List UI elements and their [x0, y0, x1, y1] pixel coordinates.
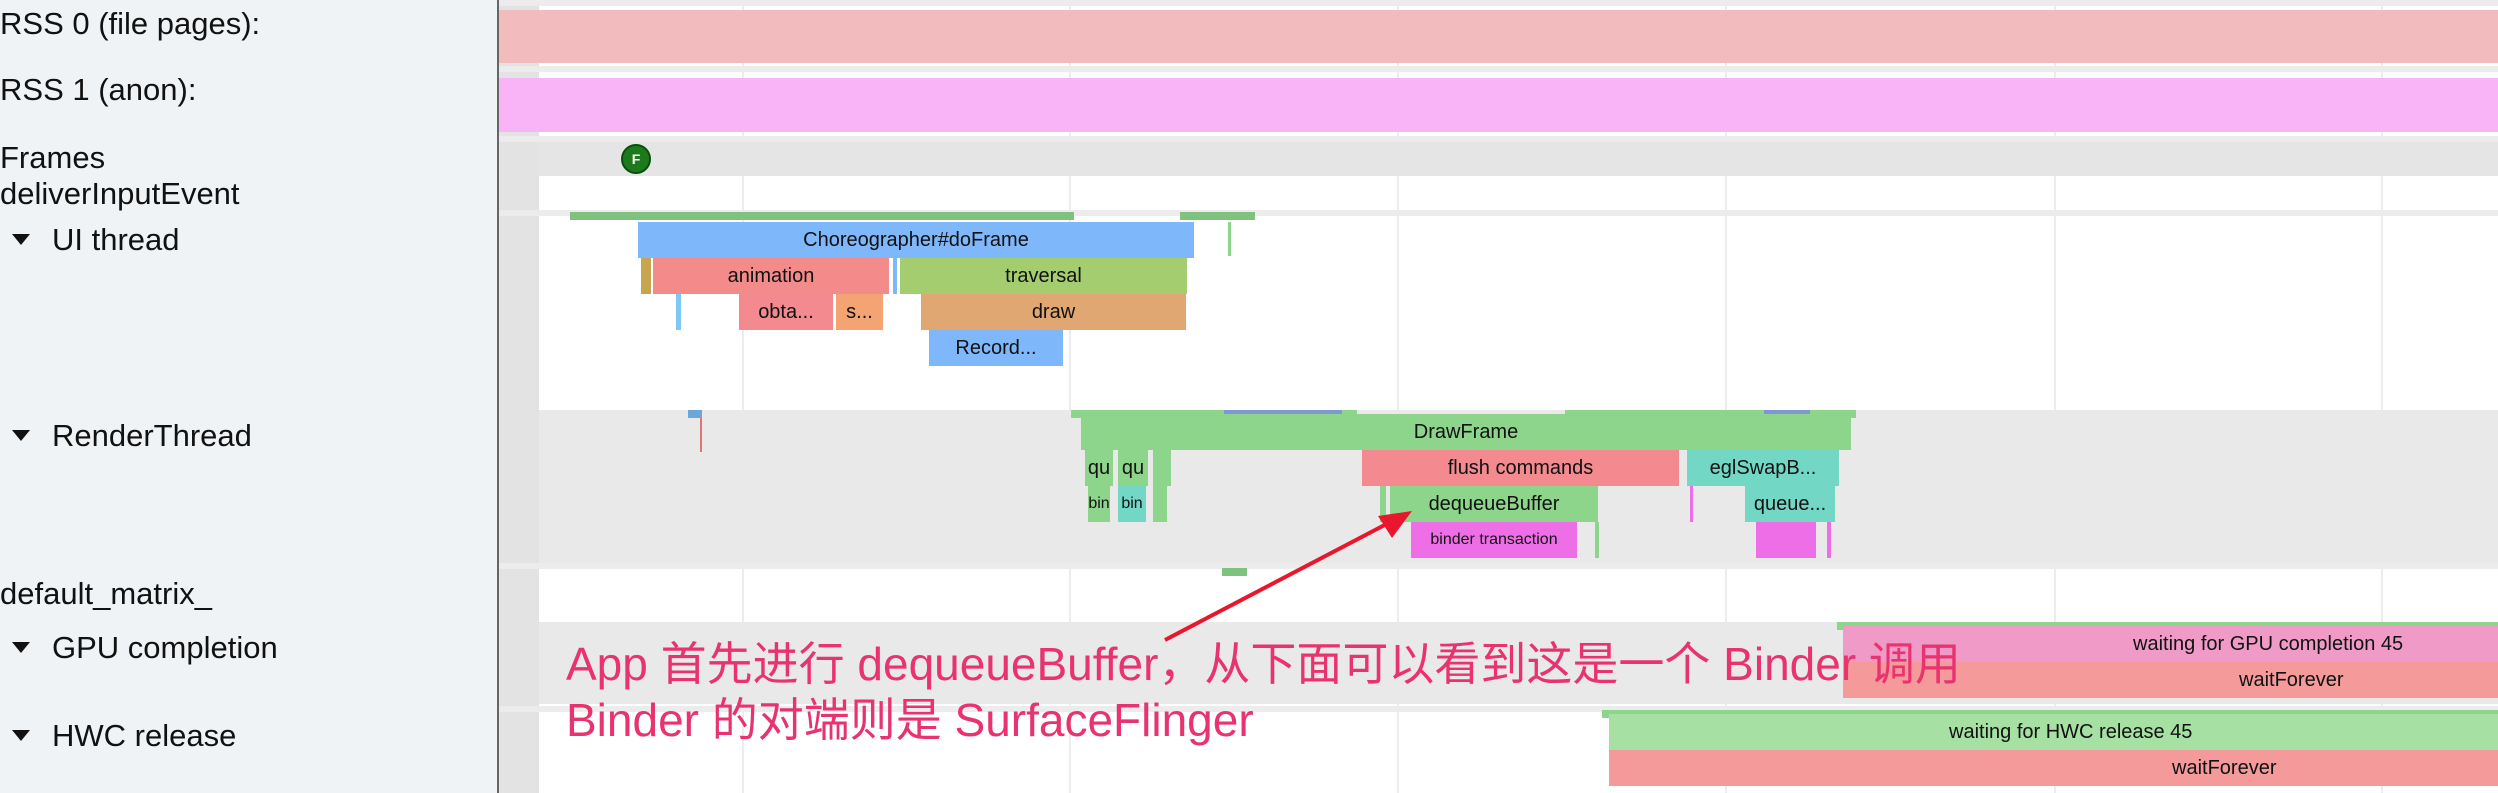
track-separator — [499, 563, 2498, 569]
render-thin-slice[interactable] — [688, 410, 702, 418]
annotation-line1: App 首先进行 dequeueBuffer，从下面可以看到这是一个 Binde… — [566, 638, 1961, 690]
slice-traversal[interactable]: traversal — [900, 258, 1187, 294]
slice-binder-short[interactable]: bin — [1118, 486, 1146, 522]
track-separator — [499, 706, 2498, 712]
collapse-arrow-icon[interactable] — [12, 429, 30, 441]
slice-waiting-hwc-release[interactable]: waiting for HWC release 45 — [1609, 714, 2498, 750]
annotation-line2: Binder 的对端则是 SurfaceFlinger — [566, 694, 1254, 746]
track-render-thread[interactable]: RenderThread — [0, 418, 252, 454]
track-label-default-matrix: default_matrix_ — [0, 576, 212, 611]
ui-small-slice[interactable] — [893, 258, 897, 294]
slice-waiting-gpu-completion[interactable]: waiting for GPU completion 45 — [1843, 626, 2498, 662]
slice-dequeuebuffer[interactable]: dequeueBuffer — [1390, 486, 1598, 522]
grid-line — [1397, 0, 1399, 793]
grid-line — [2381, 0, 2383, 793]
track-gutter — [499, 0, 539, 793]
grid-line — [1725, 0, 1727, 793]
frame-marker[interactable]: F — [621, 144, 651, 174]
render-thin-slice[interactable] — [700, 418, 702, 452]
slice-waiting-gpu-label: waiting for GPU completion 45 — [2133, 633, 2404, 655]
slice-eglswapbuffers[interactable]: eglSwapB... — [1687, 450, 1839, 486]
grid-line — [1069, 0, 1071, 793]
rss0-counter-bar[interactable] — [499, 10, 2498, 63]
default-matrix-slice[interactable] — [1222, 568, 1247, 576]
grid-line — [742, 0, 744, 793]
track-separator — [499, 210, 2498, 216]
collapse-arrow-icon[interactable] — [12, 641, 30, 653]
track-ui-thread[interactable]: UI thread — [0, 222, 180, 258]
slice-binder-transaction[interactable]: binder transaction — [1411, 522, 1577, 558]
timeline-tracks[interactable]: F Choreographer#doFrame animation traver… — [499, 0, 2498, 793]
track-separator — [499, 66, 2498, 72]
collapse-arrow-icon[interactable] — [12, 729, 30, 741]
track-separator — [499, 136, 2498, 142]
track-label-panel: RSS 0 (file pages): RSS 1 (anon): Frames… — [0, 0, 499, 793]
deliver-input-slice[interactable] — [1180, 212, 1255, 220]
ui-thin-slice[interactable] — [1228, 222, 1231, 256]
slice-animation[interactable]: animation — [653, 258, 889, 294]
slice-obtain[interactable]: obta... — [739, 294, 833, 330]
track-separator — [499, 0, 2498, 6]
slice-drawframe[interactable]: DrawFrame — [1081, 414, 1851, 450]
slice-waitforever-label: waitForever — [2172, 757, 2277, 779]
slice-choreographer-doframe[interactable]: Choreographer#doFrame — [638, 222, 1194, 258]
track-hwc-release[interactable]: HWC release — [0, 718, 236, 754]
render-small-slice[interactable] — [1756, 522, 1816, 558]
deliver-input-slice[interactable] — [570, 212, 1074, 220]
track-label-rss0: RSS 0 (file pages): — [0, 6, 261, 41]
track-label-deliver-input: deliverInputEvent — [0, 176, 240, 211]
slice-s[interactable]: s... — [836, 294, 883, 330]
track-label-ui-thread: UI thread — [52, 222, 180, 257]
slice-waitforever-hwc[interactable]: waitForever — [1609, 750, 2498, 786]
render-small-slice[interactable] — [1827, 522, 1831, 558]
track-label-frames: Frames — [0, 140, 106, 175]
ui-small-slice[interactable] — [641, 258, 651, 294]
slice-queue-short[interactable]: qu — [1118, 450, 1148, 486]
track-label-render-thread: RenderThread — [52, 418, 252, 453]
frames-track-band — [539, 142, 2498, 176]
slice-waiting-hwc-label: waiting for HWC release 45 — [1949, 721, 2193, 743]
render-small-slice[interactable] — [1153, 486, 1167, 522]
slice-waitforever-label: waitForever — [2239, 669, 2344, 691]
render-small-slice[interactable] — [1690, 486, 1693, 522]
annotation-text: App 首先进行 dequeueBuffer，从下面可以看到这是一个 Binde… — [566, 636, 1961, 748]
render-small-slice[interactable] — [1380, 486, 1386, 522]
grid-line — [2054, 0, 2056, 793]
track-gpu-completion[interactable]: GPU completion — [0, 630, 278, 666]
track-label-rss1: RSS 1 (anon): — [0, 72, 197, 107]
slice-binder-short[interactable]: bin — [1088, 486, 1110, 522]
render-small-slice[interactable] — [1595, 522, 1599, 558]
slice-draw[interactable]: draw — [921, 294, 1186, 330]
slice-flush-commands[interactable]: flush commands — [1362, 450, 1679, 486]
slice-queue-short[interactable]: qu — [1085, 450, 1113, 486]
rss1-counter-bar[interactable] — [499, 78, 2498, 132]
slice-waitforever-gpu[interactable]: waitForever — [1843, 662, 2498, 698]
slice-record[interactable]: Record... — [929, 330, 1063, 366]
ui-small-slice[interactable] — [676, 294, 681, 330]
track-label-gpu-completion: GPU completion — [52, 630, 278, 665]
slice-queue[interactable]: queue... — [1745, 486, 1835, 522]
render-small-slice[interactable] — [1153, 450, 1171, 486]
track-label-hwc-release: HWC release — [52, 718, 237, 753]
collapse-arrow-icon[interactable] — [12, 233, 30, 245]
